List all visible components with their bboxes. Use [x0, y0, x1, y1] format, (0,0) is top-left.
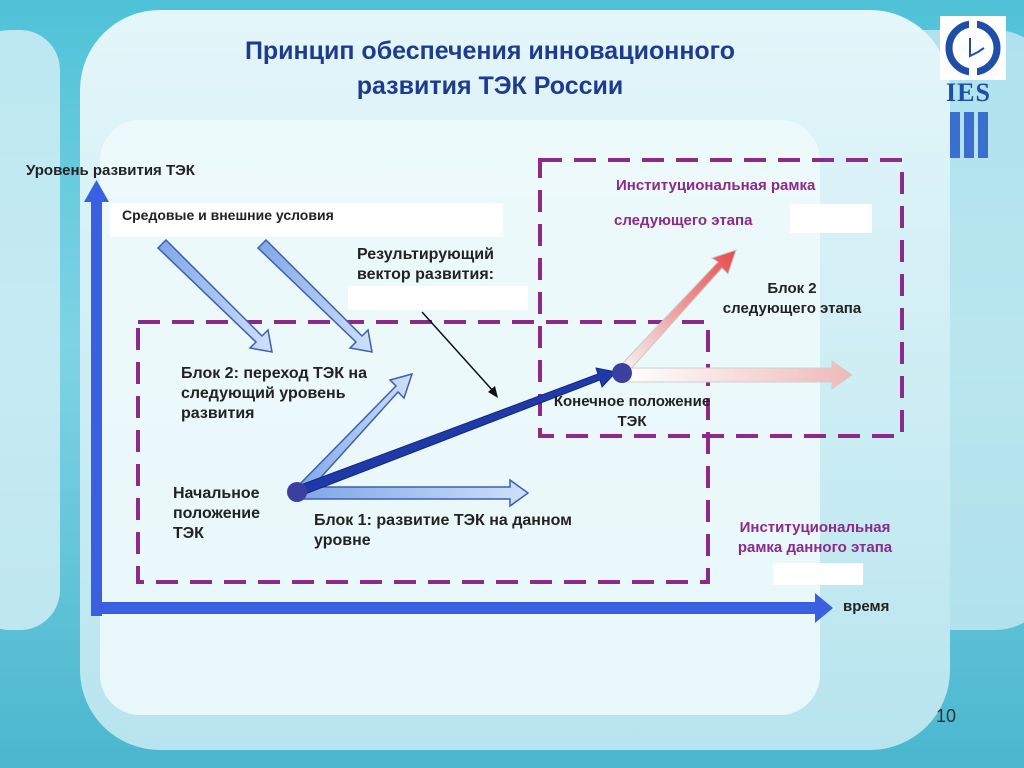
- final-position-node: [612, 363, 632, 383]
- slide-title: Принцип обеспечения инновационного разви…: [120, 34, 860, 104]
- external-arrow-2: [256, 238, 373, 353]
- page-number: 10: [936, 706, 957, 726]
- slide-title-line1: Принцип обеспечения инновационного: [244, 37, 736, 65]
- frame-next-label-line2: следующего этапа: [614, 212, 753, 229]
- logo-text: IES: [946, 78, 991, 107]
- frame-current-stage: [136, 320, 710, 584]
- block2-next-label: Блок 2 следующего этапа: [702, 279, 882, 319]
- initial-position-line1: Начальное: [173, 485, 260, 502]
- block2-transition-label: Блок 2: переход ТЭК на следующий уровень…: [181, 365, 367, 422]
- resulting-vector-arrow: [297, 367, 617, 497]
- y-axis-label: Уровень развития ТЭК: [26, 162, 195, 179]
- initial-position-line2: положение: [173, 505, 260, 522]
- frame-next-stage: [538, 158, 904, 438]
- frame-current-label: Институциональная рамка данного этапа: [715, 518, 915, 558]
- frame-next-value-box: [790, 204, 872, 233]
- logo-bars-icon: [950, 112, 996, 165]
- block2-next-line1: Блок 2: [767, 280, 817, 297]
- x-axis-label: время: [843, 598, 890, 615]
- y-axis: [84, 180, 109, 616]
- frame-current-value-box: [773, 563, 863, 585]
- frame-next-label-line1: Институциональная рамка: [616, 177, 816, 194]
- final-position-label: Конечное положение ТЭК: [553, 393, 711, 430]
- block1-label: Блок 1: развитие ТЭК на данном уровне: [314, 512, 573, 549]
- next-stage-diagonal-arrow: [619, 249, 737, 373]
- ies-logo-icon: [940, 16, 1006, 80]
- initial-position-node: [287, 482, 307, 502]
- block1-arrow: [301, 478, 530, 508]
- initial-position-label: Начальное положение ТЭК: [173, 484, 260, 544]
- external-conditions-label: Средовые и внешние условия: [122, 207, 334, 223]
- background-panel-left: [0, 30, 60, 630]
- block2-next-line2: следующего этапа: [722, 300, 862, 317]
- external-conditions-box: [110, 203, 503, 237]
- slide-title-line2: развития ТЭК России: [356, 72, 624, 100]
- resulting-vector-box: [348, 286, 528, 310]
- initial-position-line3: ТЭК: [173, 525, 204, 542]
- next-stage-horizontal-arrow: [625, 360, 853, 390]
- result-pointer-arrow: [421, 311, 498, 398]
- x-axis: [91, 593, 833, 623]
- resulting-vector-label: Результирующий вектор развития:: [357, 246, 494, 283]
- external-arrow-1: [156, 238, 273, 353]
- frame-current-line1: Институциональная: [739, 519, 891, 536]
- frame-current-line2: рамка данного этапа: [737, 539, 893, 556]
